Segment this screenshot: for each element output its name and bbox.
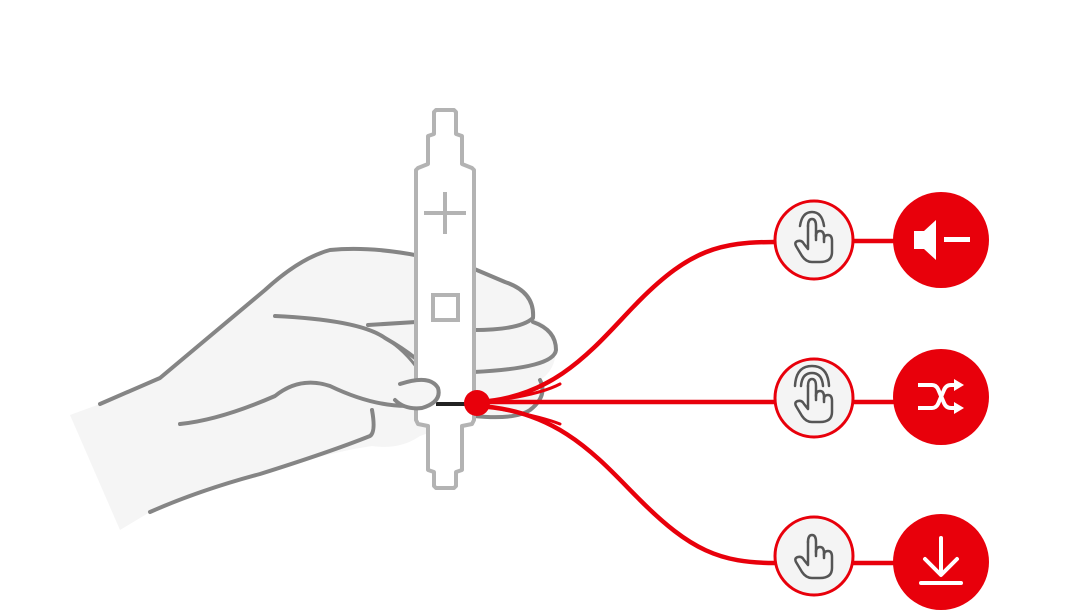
hand-thumb-base: [148, 408, 376, 514]
volume-down-icon: [893, 192, 989, 288]
single-tap-gesture-icon: [773, 199, 855, 281]
plus-button[interactable]: [424, 192, 466, 234]
press-hold-gesture-icon: [773, 515, 855, 597]
hand-knuckle-line: [366, 320, 418, 327]
hand-finger-tip-1: [470, 266, 536, 332]
hand-finger-tip-2: [472, 320, 558, 374]
double-tap-gesture-icon: [773, 357, 855, 439]
shuffle-icon: [893, 349, 989, 445]
hand-index-fingertip: [393, 377, 441, 411]
connector-fan-2: [475, 403, 562, 426]
cable-junction-dot: [464, 390, 490, 416]
hand-illustration: [70, 246, 558, 530]
center-button[interactable]: [431, 293, 460, 322]
download-icon: [893, 514, 989, 610]
hand-outline-top: [98, 246, 422, 406]
hand-palm: [70, 248, 556, 530]
connector-line-single-tap: [474, 239, 778, 405]
connector-lines: [474, 238, 896, 566]
hand-finger-tip-3: [472, 378, 545, 420]
connector-line-press-hold: [474, 403, 778, 566]
